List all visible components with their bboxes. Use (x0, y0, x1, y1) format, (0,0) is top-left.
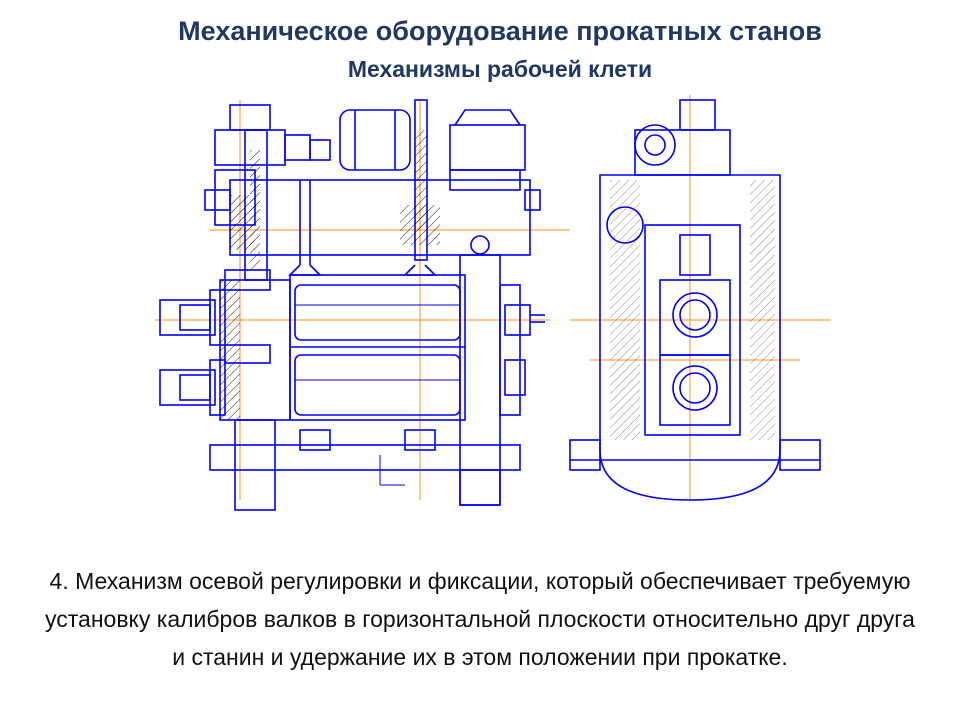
side-view (569, 95, 830, 501)
rolling-stand-drawing (155, 95, 830, 511)
slide-title: Механическое оборудование прокатных стан… (178, 16, 822, 46)
slide-subtitle: Механизмы рабочей клети (347, 56, 653, 82)
front-section-view (155, 99, 570, 511)
slide-body-text: 4. Механизм осевой регулировки и фиксаци… (45, 568, 915, 670)
